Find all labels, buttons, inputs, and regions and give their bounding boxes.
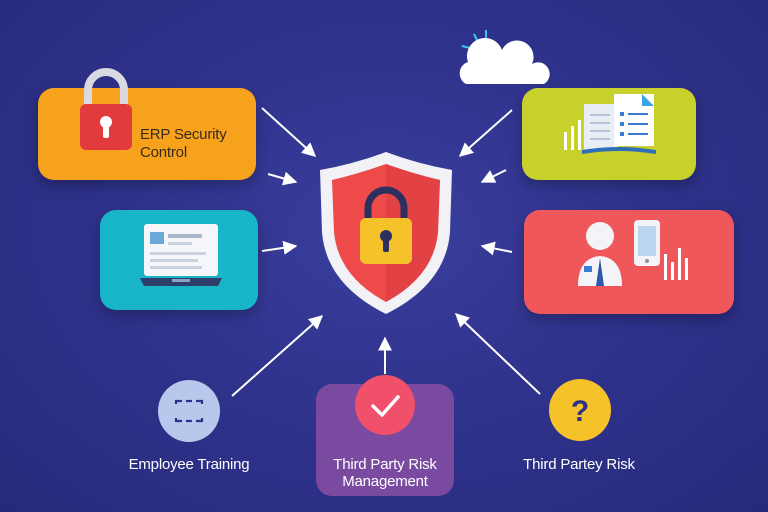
employee-training-label: Employee Training: [128, 456, 250, 473]
arrow-user-to-shield: [480, 241, 513, 256]
arrow-document-to-shield: [458, 109, 513, 157]
question-icon[interactable]: ?: [548, 378, 612, 442]
erp-security-card[interactable]: [38, 88, 256, 180]
third-party-management-line2: Management: [342, 473, 428, 490]
dashed-frame-icon[interactable]: [156, 378, 222, 444]
padlock-icon: [80, 68, 132, 150]
arrow-erp-lower-to-shield: [267, 171, 298, 186]
erp-label-line2: Control: [140, 144, 187, 161]
third-party-management-line1: Third Party Risk: [333, 456, 437, 473]
svg-text:?: ?: [571, 395, 589, 428]
user-device-card[interactable]: [524, 210, 734, 314]
third-party-management-label: Third Party Risk Management: [316, 456, 454, 490]
arrow-laptop-to-shield: [261, 240, 298, 255]
user-icon: [578, 222, 622, 286]
erp-label-line1: ERP Security: [140, 126, 227, 143]
arrow-erp-to-shield: [261, 107, 317, 157]
arrow-question-to-shield: [454, 313, 541, 395]
document-icon: [564, 94, 656, 154]
arrow-document-lower-to-shield: [480, 169, 507, 183]
cloud-icon: [459, 30, 550, 84]
third-partey-risk-label: Third Partey Risk: [523, 456, 635, 473]
erp-security-label: ERP Security Control: [140, 126, 227, 162]
arrow-training-to-shield: [231, 315, 324, 397]
phone-icon: [634, 220, 688, 280]
laptop-icon: [140, 224, 222, 286]
shield-icon: [320, 152, 452, 314]
checkmark-icon: [355, 375, 415, 435]
